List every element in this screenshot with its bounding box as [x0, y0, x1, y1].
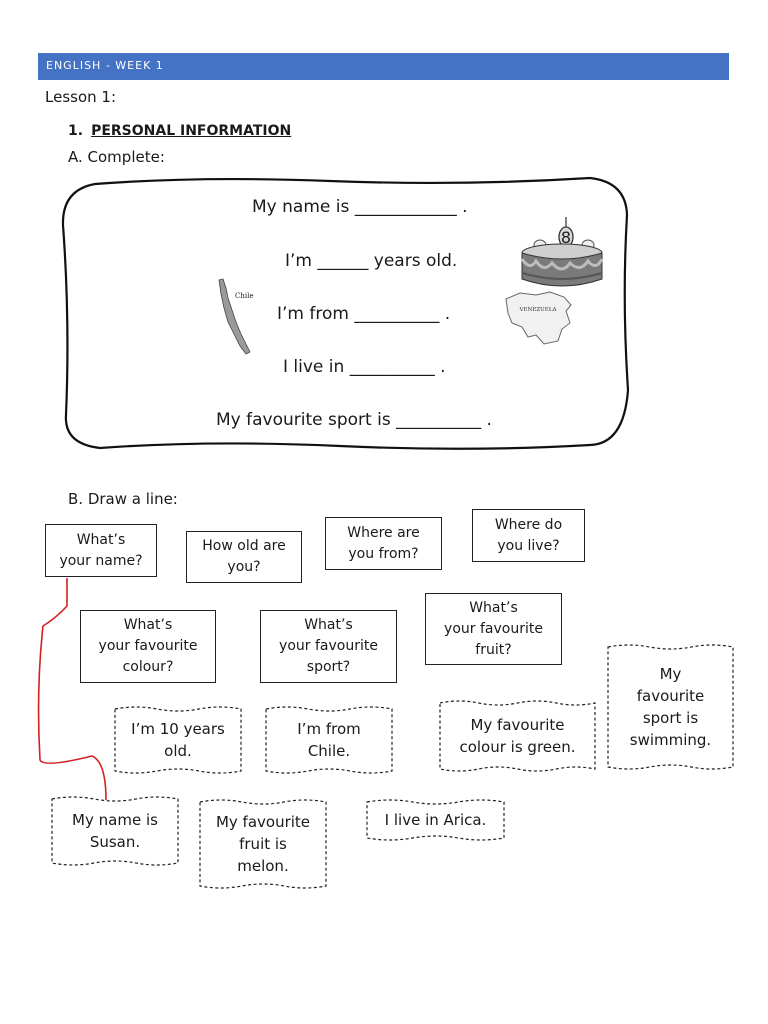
question-text: What’s your name? — [59, 531, 143, 569]
question-box-sport[interactable]: What’s your favourite sport? — [260, 610, 397, 683]
answer-card-frame — [439, 700, 596, 772]
birthday-cake-icon: 8 — [520, 217, 604, 287]
venezuela-map-icon: VENEZUELA — [505, 291, 572, 345]
answer-card-live[interactable]: I live in Arica. — [366, 798, 505, 842]
cake-number: 8 — [561, 228, 571, 247]
answer-card-frame — [265, 706, 393, 774]
question-box-from[interactable]: Where are you from? — [325, 517, 442, 570]
answer-card-from[interactable]: I’m from Chile. — [265, 705, 393, 775]
sentence-live: I live in __________ . — [283, 357, 446, 377]
answer-text: My favourite sport is swimming. — [629, 665, 712, 749]
answer-card-age[interactable]: I’m 10 years old. — [114, 705, 242, 775]
section-title: 1. PERSONAL INFORMATION — [68, 123, 291, 139]
answer-text: I’m from Chile. — [297, 720, 361, 760]
question-box-age[interactable]: How old are you? — [186, 531, 302, 583]
question-text: How old are you? — [202, 538, 286, 575]
answer-text: My favourite fruit is melon. — [215, 813, 311, 875]
answer-card-frame — [199, 799, 327, 889]
question-text: What’s your favourite sport? — [279, 617, 378, 675]
answer-text: My favourite colour is green. — [459, 716, 576, 756]
sentence-name: My name is ____________ . — [252, 197, 468, 217]
sentence-sport: My favourite sport is __________ . — [216, 410, 492, 430]
venezuela-map-label: VENEZUELA — [519, 307, 558, 313]
chile-map-icon: Chile — [218, 278, 253, 355]
answer-card-frame — [114, 706, 242, 774]
chile-map-label: Chile — [235, 292, 253, 300]
answer-card-name[interactable]: My name is Susan. — [51, 795, 179, 867]
sentence-age: I’m ______ years old. — [285, 251, 458, 271]
answer-text: My name is Susan. — [72, 811, 158, 851]
question-box-colour[interactable]: What’s your favourite colour? — [80, 610, 216, 683]
question-box-name[interactable]: What’s your name? — [45, 524, 157, 577]
header-bar: ENGLISH - WEEK 1 — [38, 53, 729, 80]
question-box-fruit[interactable]: What’s your favourite fruit? — [425, 593, 562, 665]
answer-text: I live in Arica. — [384, 811, 487, 829]
section-number: 1. — [68, 123, 84, 139]
answer-card-frame — [366, 799, 505, 841]
answer-card-sport[interactable]: My favourite sport is swimming. — [607, 643, 734, 771]
lesson-label: Lesson 1: — [45, 88, 117, 106]
answer-card-colour[interactable]: My favourite colour is green. — [439, 699, 596, 773]
answer-text: I’m 10 years old. — [131, 720, 225, 760]
header-title: ENGLISH - WEEK 1 — [46, 59, 164, 72]
question-text: Where do you live? — [494, 516, 563, 554]
sentence-from: I’m from __________ . — [277, 304, 451, 324]
question-text: What’s your favourite fruit? — [444, 599, 543, 658]
question-box-live[interactable]: Where do you live? — [472, 509, 585, 562]
question-text: Where are you from? — [347, 524, 420, 562]
answer-card-fruit[interactable]: My favourite fruit is melon. — [199, 798, 327, 890]
part-a-label: A. Complete: — [68, 148, 165, 166]
part-b-label: B. Draw a line: — [68, 490, 178, 508]
question-text: What’s your favourite colour? — [98, 617, 198, 675]
section-title-text: PERSONAL INFORMATION — [91, 123, 292, 139]
